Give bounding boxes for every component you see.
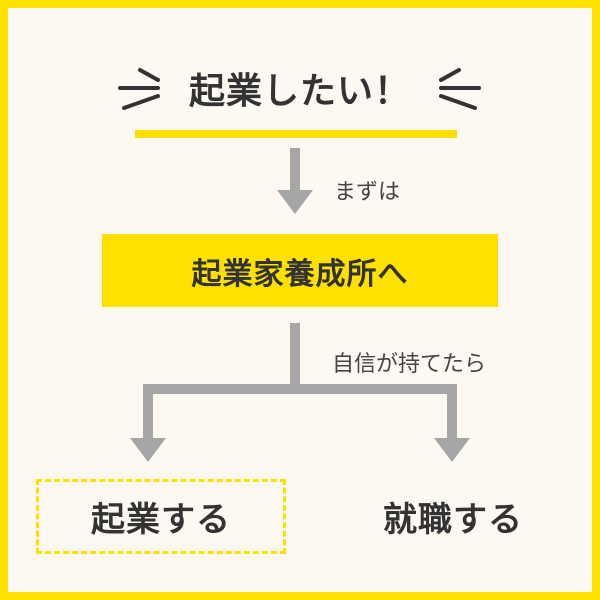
arrow-head: [277, 190, 313, 214]
arrow-right-shaft: [447, 384, 457, 442]
emphasis-stroke: [138, 68, 160, 82]
arrow-crossbar: [143, 384, 457, 394]
diagram-graphics: [118, 68, 481, 462]
option-start-business-text: 起業する: [91, 500, 231, 540]
main-step-text: 起業家養成所へ: [191, 256, 409, 292]
arrow-shaft: [290, 148, 300, 192]
option-get-job-text: 就職する: [383, 500, 523, 540]
emphasis-stroke: [122, 94, 160, 110]
arrow-down-1: [277, 148, 313, 214]
emphasis-marks-right: [439, 68, 481, 110]
option-start-business: 起業する: [36, 479, 286, 554]
emphasis-marks-left: [118, 68, 160, 110]
main-step-box: 起業家養成所へ: [102, 234, 498, 307]
arrow-stem: [290, 323, 300, 389]
step-label-first: まずは: [334, 180, 401, 205]
title-underline: [135, 130, 457, 138]
arrow-left-shaft: [143, 384, 153, 442]
arrow-branch: [130, 323, 470, 462]
emphasis-stroke: [439, 94, 477, 110]
step-label-condition: 自信が持てたら: [332, 352, 487, 377]
emphasis-stroke: [439, 68, 461, 82]
option-get-job: 就職する: [328, 479, 578, 554]
diagram-title: 起業したい！: [188, 71, 411, 112]
arrow-right-head: [434, 438, 470, 462]
arrow-left-head: [130, 438, 166, 462]
